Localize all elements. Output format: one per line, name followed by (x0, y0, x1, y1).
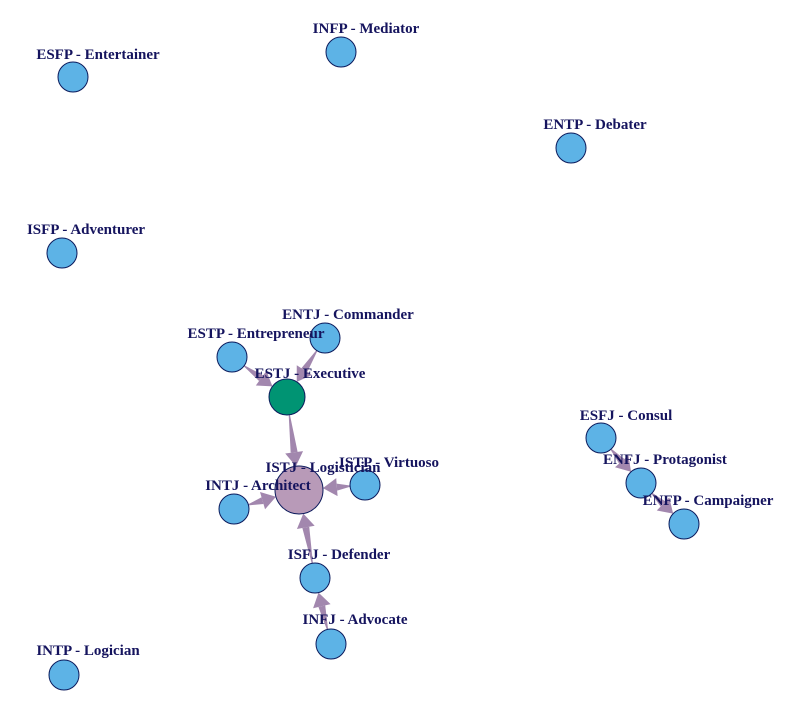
edge-arrowhead (255, 370, 273, 387)
node-estj[interactable] (268, 378, 306, 416)
edge-esfj-enfj (610, 448, 632, 472)
node-label-entp: ENTP - Debater (543, 117, 647, 133)
node-label-enfp: ENFP - Campaigner (643, 493, 774, 509)
edge-line (318, 605, 329, 630)
node-estp[interactable] (216, 341, 248, 373)
node-label-istj: ISTJ - Logistician (265, 460, 381, 476)
edge-arrowhead (322, 478, 338, 497)
edges-layer (243, 350, 674, 630)
node-intj[interactable] (218, 493, 250, 525)
node-esfj[interactable] (585, 422, 617, 454)
node-label-estp: ESTP - Entrepreneur (188, 326, 325, 342)
node-label-enfj: ENFJ - Protagonist (603, 452, 727, 468)
edge-infj-isfj (313, 592, 331, 630)
node-label-esfp: ESFP - Entertainer (36, 47, 160, 63)
edge-arrowhead (656, 497, 674, 514)
node-entj[interactable] (309, 322, 341, 354)
node-enfj[interactable] (625, 467, 657, 499)
edge-line (243, 365, 264, 382)
edge-intj-istj (248, 492, 276, 510)
edge-line (336, 483, 351, 491)
edge-isfj-istj (296, 513, 315, 564)
node-infp[interactable] (325, 36, 357, 68)
node-esfp[interactable] (57, 61, 89, 93)
nodes-layer (46, 36, 700, 691)
node-label-entj: ENTJ - Commander (282, 307, 414, 323)
node-infj[interactable] (315, 628, 347, 660)
node-label-infp: INFP - Mediator (313, 21, 420, 37)
node-label-esfj: ESFJ - Consul (580, 408, 673, 424)
node-istp[interactable] (349, 469, 381, 501)
node-isfj[interactable] (299, 562, 331, 594)
node-label-intp: INTP - Logician (36, 643, 140, 659)
node-label-istp: ISTP - Virtuoso (339, 455, 439, 471)
node-label-isfp: ISFP - Adventurer (27, 222, 145, 238)
node-isfp[interactable] (46, 237, 78, 269)
edge-estj-istj (285, 414, 304, 467)
edge-arrowhead (313, 592, 331, 609)
node-intp[interactable] (48, 659, 80, 691)
edge-arrowhead (260, 492, 276, 510)
node-istj[interactable] (274, 465, 324, 515)
node-label-estj: ESTJ - Executive (255, 366, 366, 382)
edge-line (301, 350, 318, 372)
edge-line (651, 492, 666, 507)
edge-entj-estj (296, 350, 318, 382)
edge-line (302, 526, 313, 564)
edge-line (610, 448, 625, 464)
edge-line (248, 497, 264, 506)
edge-line (288, 414, 298, 453)
edge-istp-istj (322, 478, 351, 497)
node-label-infj: INFJ - Advocate (303, 612, 408, 628)
node-label-isfj: ISFJ - Defender (288, 547, 391, 563)
edge-arrowhead (615, 455, 632, 472)
edge-enfj-enfp (651, 492, 674, 514)
edge-estp-estj (243, 365, 273, 387)
edge-arrowhead (285, 451, 304, 467)
node-label-intj: INTJ - Architect (205, 478, 311, 494)
edge-arrowhead (296, 513, 315, 529)
node-entp[interactable] (555, 132, 587, 164)
node-enfp[interactable] (668, 508, 700, 540)
edge-arrowhead (296, 365, 312, 382)
